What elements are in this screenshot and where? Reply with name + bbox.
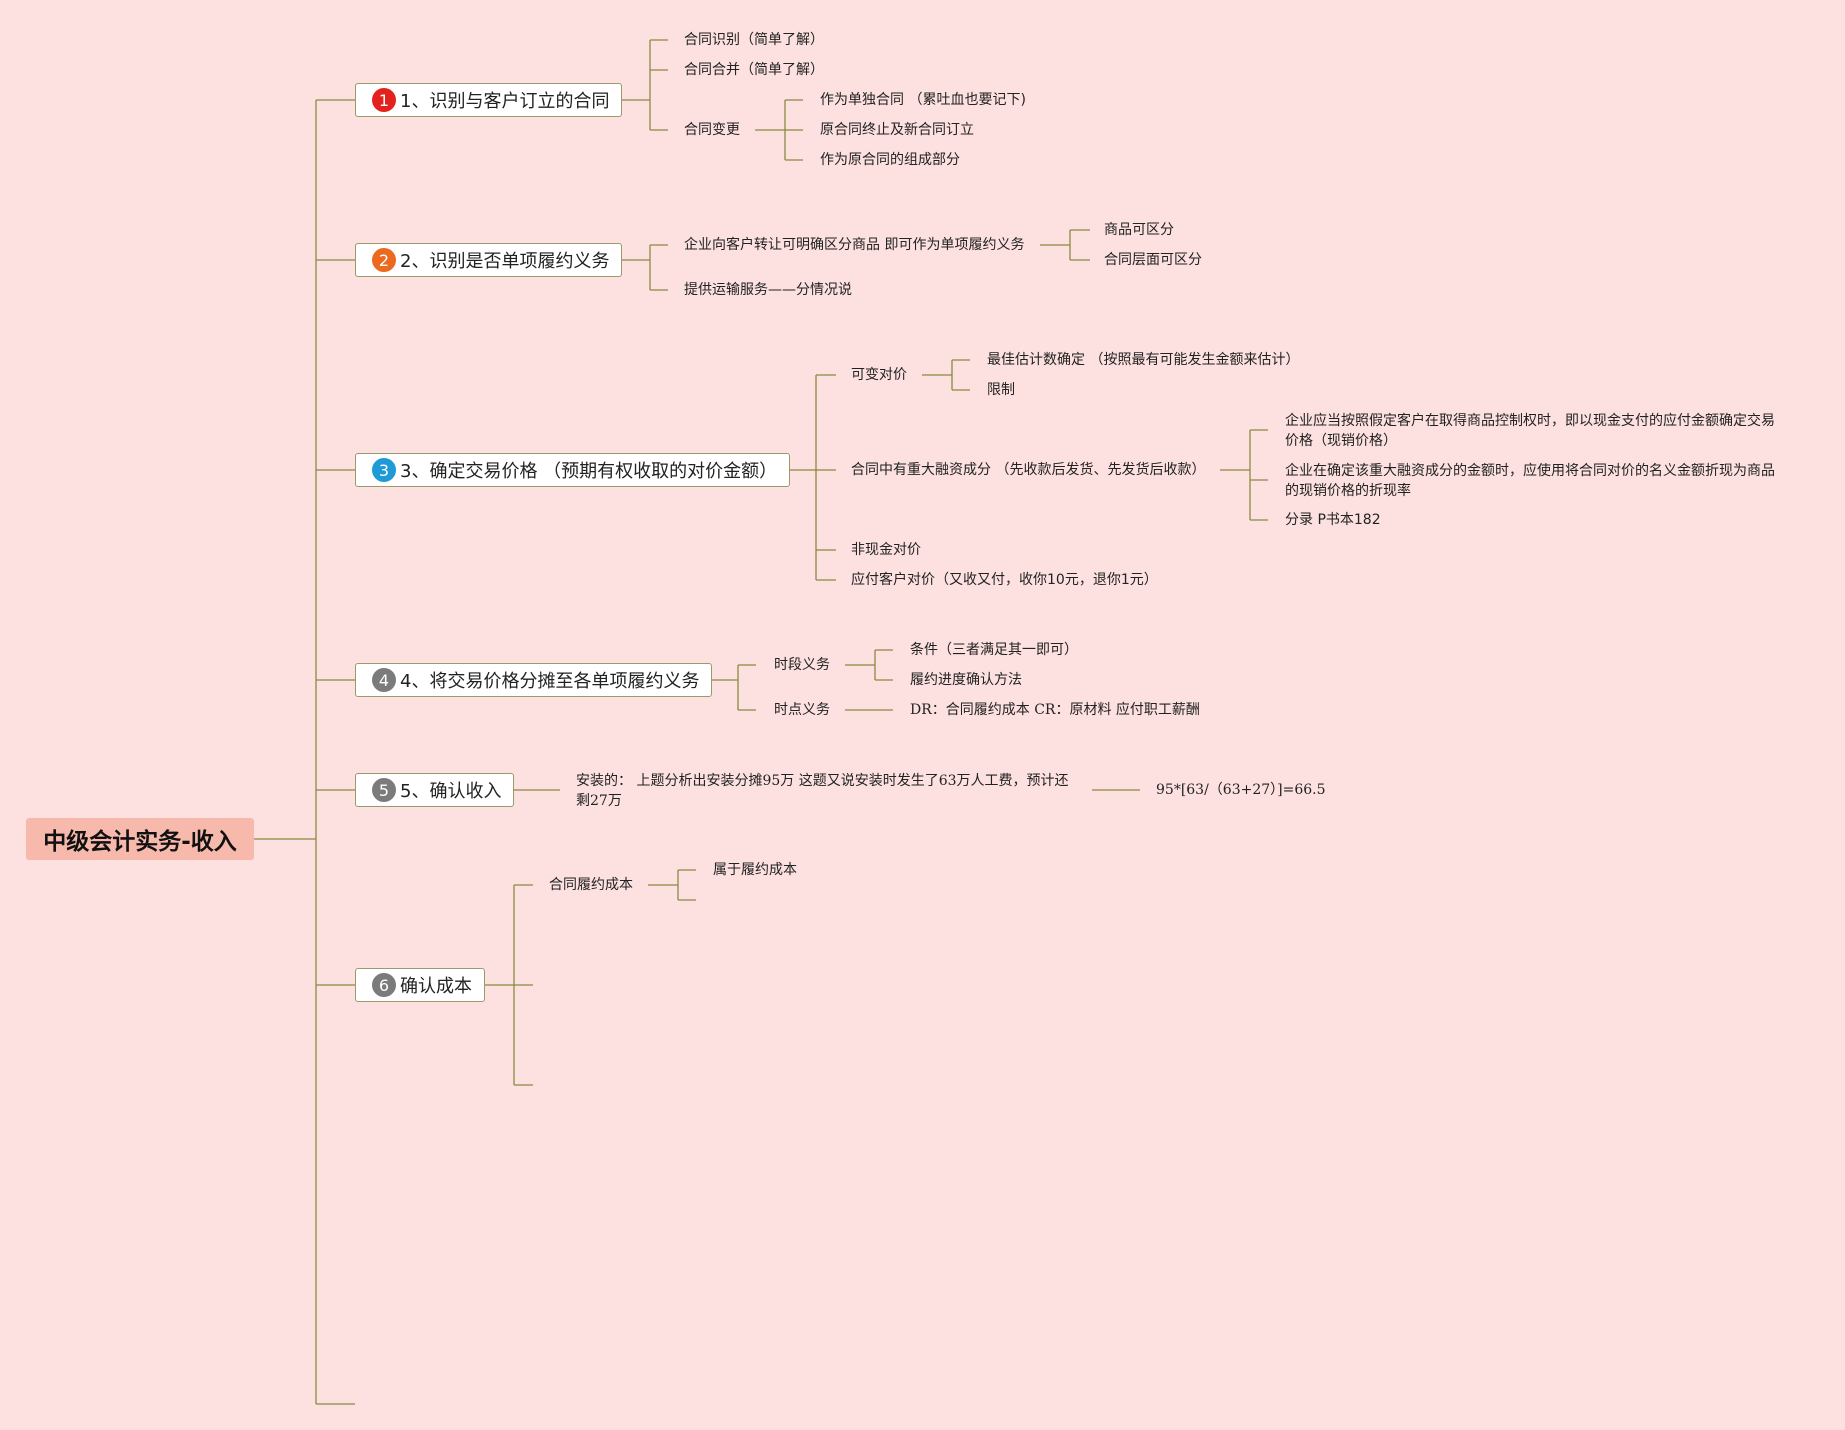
branch-6-node[interactable]: 6 确认成本 xyxy=(355,968,485,1002)
branch-4-label: 4、将交易价格分摊至各单项履约义务 xyxy=(400,671,700,692)
branch-1-label: 1、识别与客户订立的合同 xyxy=(400,91,610,112)
leaf-contract-merge[interactable]: 合同合并（简单了解） xyxy=(684,62,824,78)
leaf-progress[interactable]: 履约进度确认方法 xyxy=(910,672,1022,688)
number-badge-icon: 1 xyxy=(372,88,396,112)
leaf-install[interactable]: 安装的： 上题分析出安装分摊95万 这题又说安装时发生了63万人工费，预计还剩2… xyxy=(576,773,1069,809)
number-badge-icon: 5 xyxy=(372,778,396,802)
leaf-financing[interactable]: 合同中有重大融资成分 （先收款后发货、先发货后收款） xyxy=(851,462,1206,478)
branch-2-label: 2、识别是否单项履约义务 xyxy=(400,251,610,272)
number-badge-icon: 3 xyxy=(372,458,396,482)
leaf-point[interactable]: 时点义务 xyxy=(774,702,830,718)
leaf-transfer[interactable]: 企业向客户转让可明确区分商品 即可作为单项履约义务 xyxy=(684,237,1025,253)
branch-4-node[interactable]: 4 4、将交易价格分摊至各单项履约义务 xyxy=(355,663,713,697)
leaf-perform-cost[interactable]: 合同履约成本 xyxy=(549,877,633,893)
leaf-best-estimate[interactable]: 最佳估计数确定 （按照最有可能发生金额来估计） xyxy=(987,352,1300,368)
branch-5-node[interactable]: 5 5、确认收入 xyxy=(355,773,515,807)
leaf-change-separate[interactable]: 作为单独合同 （累吐血也要记下) xyxy=(820,92,1026,108)
leaf-transport[interactable]: 提供运输服务——分情况说 xyxy=(684,282,852,298)
leaf-limit[interactable]: 限制 xyxy=(987,382,1015,398)
leaf-belongs[interactable]: 属于履约成本 xyxy=(713,862,797,878)
branch-6-label: 确认成本 xyxy=(400,976,472,997)
leaf-period[interactable]: 时段义务 xyxy=(774,657,830,673)
number-badge-icon: 4 xyxy=(372,668,396,692)
leaf-goods-distinct[interactable]: 商品可区分 xyxy=(1104,222,1174,238)
leaf-condition[interactable]: 条件（三者满足其一即可） xyxy=(910,642,1078,658)
leaf-financing-1[interactable]: 企业应当按照假定客户在取得商品控制权时，即以现金支付的应付金额确定交易价格（现销… xyxy=(1285,413,1775,449)
leaf-contract-distinct[interactable]: 合同层面可区分 xyxy=(1104,252,1202,268)
branch-2-node[interactable]: 2 2、识别是否单项履约义务 xyxy=(355,243,623,277)
leaf-contract-identify[interactable]: 合同识别（简单了解） xyxy=(684,32,824,48)
branch-3-node[interactable]: 3 3、确定交易价格 （预期有权收取的对价金额） xyxy=(355,453,791,487)
leaf-entry[interactable]: DR：合同履约成本 CR：原材料 应付职工薪酬 xyxy=(910,702,1200,718)
leaf-change-part[interactable]: 作为原合同的组成部分 xyxy=(820,152,960,168)
leaf-financing-2[interactable]: 企业在确定该重大融资成分的金额时，应使用将合同对价的名义金额折现为商品的现销价格… xyxy=(1285,463,1775,499)
leaf-payable[interactable]: 应付客户对价（又收又付，收你10元，退你1元） xyxy=(851,572,1158,588)
branch-3-label: 3、确定交易价格 （预期有权收取的对价金额） xyxy=(400,461,778,482)
number-badge-icon: 6 xyxy=(372,973,396,997)
branch-1-node[interactable]: 1 1、识别与客户订立的合同 xyxy=(355,83,623,117)
root-topic[interactable]: 中级会计实务-收入 xyxy=(26,818,254,860)
leaf-formula[interactable]: 95*[63/（63+27）]=66.5 xyxy=(1156,782,1326,798)
leaf-variable[interactable]: 可变对价 xyxy=(851,367,907,383)
number-badge-icon: 2 xyxy=(372,248,396,272)
branch-5-label: 5、确认收入 xyxy=(400,781,502,802)
leaf-contract-change[interactable]: 合同变更 xyxy=(684,122,740,138)
leaf-noncash[interactable]: 非现金对价 xyxy=(851,542,921,558)
leaf-financing-3[interactable]: 分录 P书本182 xyxy=(1285,512,1381,528)
leaf-change-terminate[interactable]: 原合同终止及新合同订立 xyxy=(820,122,974,138)
